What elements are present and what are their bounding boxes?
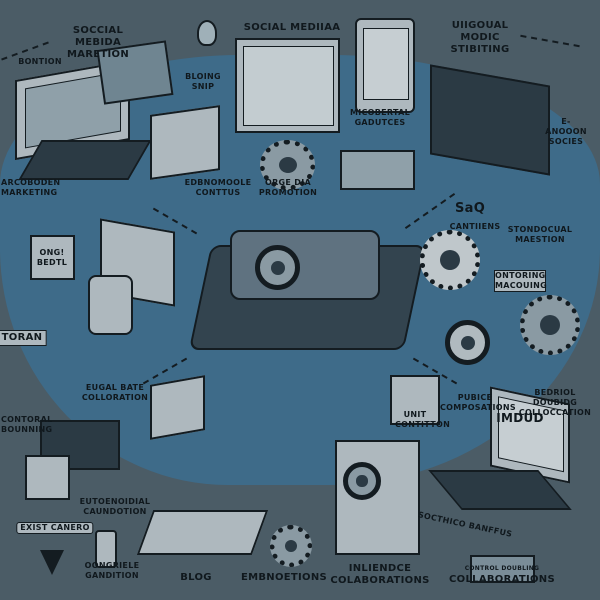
label-social-media: SOCIAL MEDIIAA bbox=[243, 22, 341, 33]
package-box bbox=[390, 375, 440, 425]
arrow bbox=[520, 34, 580, 48]
label-emb: EMBNOETIONS bbox=[240, 572, 328, 583]
label-ong: ONG! BEDTL bbox=[36, 248, 68, 267]
gears-right-icon bbox=[520, 295, 580, 355]
label-exist: EXIST CANERO bbox=[16, 522, 94, 534]
cluster-gears-icon bbox=[260, 140, 315, 190]
label-ontoring: ONTORING MACOUING bbox=[494, 270, 547, 292]
bag-icon bbox=[30, 235, 75, 280]
gear-bottom-icon bbox=[270, 525, 312, 567]
sketch-board bbox=[25, 455, 70, 500]
label-contoral: CONTORAL BOUNNING bbox=[1, 415, 53, 434]
tablet-icon bbox=[355, 18, 415, 113]
label-e-commerce: E-ANOOON SOCIES bbox=[545, 117, 587, 146]
label-stonal: STONDOCUAL MAESTION bbox=[507, 225, 573, 244]
label-influence: INLIENDCE COLABORATIONS bbox=[330, 563, 430, 586]
label-saq-sub: CANTIIENS bbox=[449, 222, 501, 231]
reel-icon bbox=[255, 245, 300, 290]
label-marketing: ARCOBODEN MARKETING bbox=[1, 178, 61, 197]
label-imdud: IMDUD bbox=[496, 411, 544, 425]
label-social-media-marketing: SOCCIAL MEBIDA MARETION bbox=[66, 25, 130, 60]
label-eutoe: EUTOENOIDIAL CAUNDOTION bbox=[79, 497, 151, 516]
widget-panel bbox=[340, 150, 415, 190]
dashboard-monitor bbox=[235, 38, 340, 133]
open-book-icon bbox=[136, 510, 269, 555]
label-bedriol: BEDRIOL DOUBIDG COLLOCCATION bbox=[518, 388, 592, 417]
photo-frame bbox=[150, 105, 220, 180]
label-promotion: ORGE DIA PROMOTION bbox=[258, 178, 318, 197]
jar-icon bbox=[88, 275, 133, 335]
cube-icon bbox=[150, 375, 205, 440]
speaker-box bbox=[335, 440, 420, 555]
label-socthico: SOCTHICO BANFFUS bbox=[417, 510, 513, 539]
phone-icon bbox=[95, 530, 117, 568]
label-collab-small: CONTROL DOUBLING bbox=[464, 565, 540, 572]
central-device-top bbox=[230, 230, 380, 300]
control-panel bbox=[470, 555, 535, 583]
label-unique-music: UIIGOUAL MODIC STIBITING bbox=[450, 20, 510, 55]
funnel-icon bbox=[40, 550, 64, 575]
label-eugal: EUGAL BATE COLLORATION bbox=[81, 383, 149, 402]
label-collaborations: COLLABORATIONS bbox=[449, 574, 555, 585]
label-bontion: BONTION bbox=[18, 57, 62, 66]
label-unit: UNIT CONTITTON bbox=[395, 410, 451, 429]
big-gear-icon bbox=[420, 230, 480, 290]
label-saq: SaQ bbox=[454, 201, 486, 216]
label-blog: BLOG bbox=[180, 572, 212, 583]
label-pubice: PUBICE COMPOSATIONS bbox=[440, 393, 516, 412]
lightbulb-icon bbox=[197, 20, 217, 46]
label-bloging: BLOING SNIP bbox=[185, 72, 221, 91]
camera-icon bbox=[40, 420, 120, 470]
disc-icon bbox=[445, 320, 490, 365]
label-content: EDBNOMOOLE CONTTUS bbox=[184, 178, 252, 197]
laptop-left-keyboard bbox=[18, 140, 152, 180]
label-gadgets: MICOBERTAL GADUTCES bbox=[349, 108, 411, 127]
label-oongriele: OONGRIELE GANDITION bbox=[84, 561, 140, 580]
label-toran: TORAN bbox=[0, 330, 47, 346]
